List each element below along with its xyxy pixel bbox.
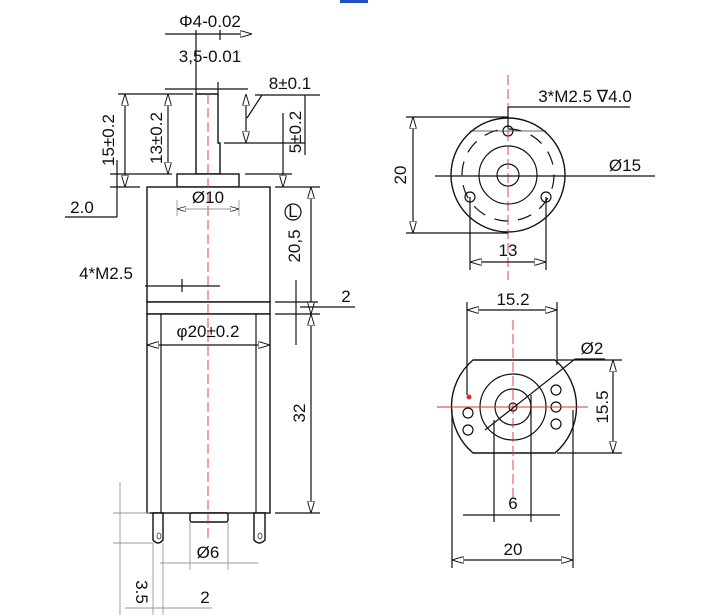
rear-view: 15.2 Ø2 15.5 6 20 [437,290,622,568]
hole-diameter-label: Ø2 [581,339,604,358]
gearbox [146,186,271,303]
flat-offset-label: 5±0.2 [286,111,305,153]
terminal-left [152,512,164,544]
collar-height-label: 2.0 [70,198,94,217]
front-view: 3*M2.5 ∇4.0 Ø15 20 13 [391,75,655,280]
width-label: 20 [504,540,523,559]
flat-height-label: 15.5 [593,390,612,423]
shaft-length-13-label: 13±0.2 [147,112,166,164]
hole-spacing-label: 13 [499,241,518,260]
gearbox-length-symbol: L [288,202,297,221]
gearbox-length-label: 20,5 [285,229,304,262]
side-view: Φ4-0.02 3,5-0.01 8±0.1 15±0.2 13±0.2 2.0… [65,12,355,615]
gap-label: 2 [341,287,350,306]
height-label: 20 [391,166,410,185]
motor-body [146,313,271,514]
shaft-flat-label: 3,5-0.01 [179,47,241,66]
thread-holes-label: 3*M2.5 ∇4.0 [538,87,632,106]
terminal-right [253,512,266,544]
shaft [195,93,221,175]
terminal-length-label: 3.5 [132,580,151,604]
motor-length-label: 32 [290,404,309,423]
flat-length-label: 8±0.1 [269,74,311,93]
bottom-boss [189,512,229,523]
boss-spacing-label: 6 [508,494,517,513]
collar-diameter-label: Ø10 [192,188,224,207]
boss-diameter-label: Ø6 [197,543,220,562]
accent-bar [340,0,368,3]
shaft-length-15-label: 15±0.2 [99,114,118,166]
terminal-width-label: 2 [200,588,209,607]
motor-diameter-label: φ20±0.2 [177,322,240,341]
gearbox-plate [146,301,271,315]
flat-width-label: 15.2 [496,290,529,309]
shaft-diameter-label: Φ4-0.02 [179,12,241,31]
bolt-circle-label: Ø15 [609,156,641,175]
mount-holes-label: 4*M2.5 [79,264,133,283]
marker-dot [466,394,472,400]
